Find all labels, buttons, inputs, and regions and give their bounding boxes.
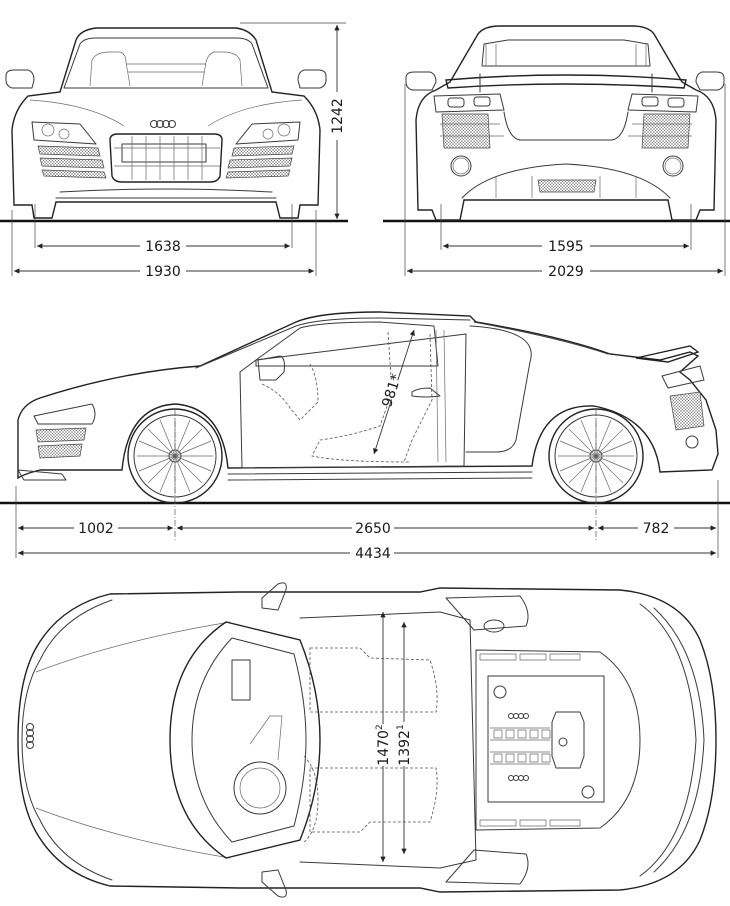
front-splitter-side [17, 469, 67, 481]
rear-panel [503, 111, 629, 141]
side-sill [227, 471, 533, 481]
front-windshield [63, 37, 269, 89]
license-plate [121, 143, 207, 163]
fuel-cap [483, 619, 505, 633]
rear-mirror-left [405, 71, 437, 91]
front-seat-left [89, 51, 131, 87]
v10-engine [490, 711, 585, 781]
exhaust-right [662, 155, 684, 177]
side-blade [465, 325, 532, 453]
dim-front-overhang: 1002 [78, 521, 114, 537]
front-mirror-right [297, 69, 327, 89]
seat-right-hidden [309, 767, 438, 833]
seat-left-hidden [309, 647, 438, 713]
dim-headroom: 981* [379, 372, 405, 409]
audi-rings-logo-top [26, 723, 34, 749]
dim-rear-width: 2029 [548, 264, 584, 280]
side-headlight [33, 403, 96, 425]
top-windshield [169, 621, 321, 859]
side-door-open [239, 333, 467, 469]
top-view: 14702 13921 [17, 582, 717, 898]
rear-view: 1595 2029 [383, 25, 730, 280]
intake-left [37, 145, 107, 179]
top-air-intake-left [445, 595, 529, 631]
dim-front-track: 1638 [145, 239, 181, 255]
audi-rings-logo [150, 120, 176, 128]
top-rear-deck [639, 603, 697, 877]
headroom-mark: * [388, 372, 405, 384]
rear-mirror-right [695, 71, 725, 91]
rear-diffuser [461, 163, 671, 199]
side-taillight [661, 365, 705, 389]
front-seat-right [201, 51, 243, 87]
top-steering-wheel [233, 761, 287, 815]
top-air-intake-right [445, 849, 529, 885]
intake-right [225, 145, 295, 179]
side-intake [35, 427, 87, 459]
side-exhaust [685, 435, 699, 449]
steering-wheel-hidden [261, 363, 319, 421]
front-grille [109, 133, 223, 183]
dim-rear-track: 1595 [548, 239, 584, 255]
seat-hidden [311, 331, 411, 463]
engine-vents [485, 44, 647, 66]
top-body-outline [17, 587, 717, 893]
dim-rear-overhang: 782 [643, 521, 670, 537]
door-handle [411, 387, 441, 398]
dim-front-width: 1930 [145, 264, 181, 280]
top-roof [299, 611, 477, 869]
rear-vent-right [641, 113, 691, 149]
front-splitter [55, 188, 277, 199]
taillight-left [433, 93, 505, 113]
headlight-left [31, 121, 97, 145]
rear-vent-left [441, 113, 491, 149]
engine-bay-frame [475, 649, 641, 831]
front-view: 1638 1930 1242 [0, 22, 348, 280]
side-wing [635, 345, 700, 363]
dim-wheelbase: 2650 [355, 521, 391, 537]
side-mirror [257, 355, 285, 381]
headlight-right [235, 121, 301, 145]
exhaust-left [450, 155, 472, 177]
rear-window [481, 39, 651, 67]
top-mirror-right [261, 869, 287, 898]
dim-interior-width-2: 13921 [396, 724, 413, 765]
front-body-outline [11, 27, 321, 219]
side-body-outline [17, 311, 719, 480]
side-rear-vent [669, 391, 705, 431]
taillight-right [627, 93, 699, 113]
engine-cover-glass [487, 675, 605, 803]
engine-vents-top [479, 653, 581, 827]
dim-overall-length: 4434 [355, 546, 391, 562]
dim-interior-width-1: 14702 [375, 724, 392, 765]
rearview-mirror [231, 659, 251, 701]
rear-wing [445, 74, 687, 89]
dim-height: 1242 [330, 98, 346, 134]
footnote-1: 1 [396, 724, 406, 730]
front-mirror-left [5, 69, 35, 89]
rear-fog-light [537, 179, 597, 193]
side-window [255, 321, 439, 367]
top-mirror-left [261, 582, 287, 611]
rear-body-outline [415, 25, 717, 221]
footnote-2: 2 [375, 724, 385, 730]
side-view: 981* 1002 2650 782 4434 [0, 311, 730, 562]
